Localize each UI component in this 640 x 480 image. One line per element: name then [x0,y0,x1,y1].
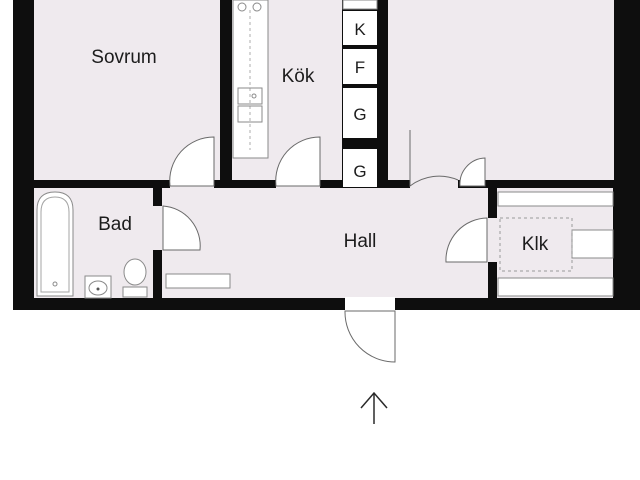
cabinet-k [343,11,377,45]
klk-shelf-mid [571,229,614,259]
bathtub-drain [52,281,58,287]
stove-burner [237,2,247,12]
room-label-bad: Bad [98,214,132,235]
door-living-left [409,130,459,188]
room-label-sovrum: Sovrum [91,47,156,68]
washbasin-bowl [88,280,108,296]
room-label-klk: Klk [522,234,549,255]
cabinet-g1 [343,88,377,138]
opening-bad-hall [152,206,163,250]
hall-shelf [165,273,231,289]
klk-shelf-bottom [497,277,614,297]
cabinet-label-g2: G [353,162,366,181]
klk-dashed-area [499,217,573,272]
washbasin-drain [96,287,100,291]
door-sovrum [169,136,215,187]
cabinet-label-f: F [355,58,365,77]
cabinet-label-k: K [354,20,366,39]
room-label-hall: Hall [344,231,377,252]
faucet-icon [251,93,257,99]
toilet-bowl [123,258,147,286]
door-living-right [459,157,486,187]
cabinet-g2 [343,149,377,187]
cabinet-label-g1: G [353,105,366,124]
stove-burner [252,2,262,12]
toilet-tank [122,286,148,298]
door-bad [162,205,201,251]
cabinet-f [343,49,377,84]
kitchen-counter [232,0,269,159]
entrance-door [344,310,396,363]
bathtub [36,191,74,297]
door-kok [275,136,321,187]
room-label-kok: Kök [282,66,315,87]
entrance-opening [345,297,395,311]
kitchen-wall-strip [220,0,232,188]
sink-basin [237,87,263,105]
cabinet-top-strip [342,0,378,10]
door-klk [445,217,488,263]
bathtub-inner [40,196,70,293]
opening-hall-klk [487,218,498,262]
opening-living-hall [410,179,458,189]
klk-shelf-top [497,191,614,207]
arrow-up-icon [360,391,388,424]
sink-basin [237,105,263,123]
